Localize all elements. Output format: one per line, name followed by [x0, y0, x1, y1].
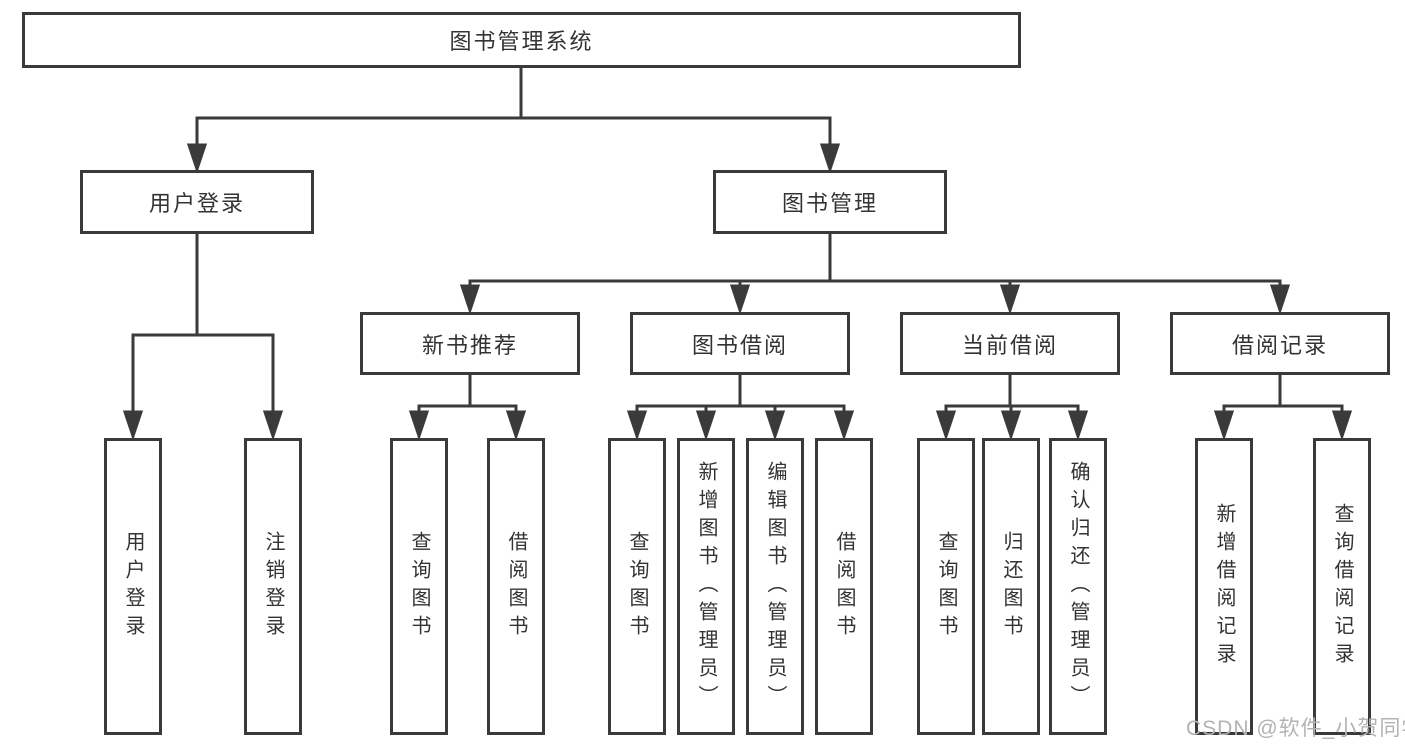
leaf-borrow-books-recommend: 借阅图书: [487, 438, 545, 735]
node-label: 借阅图书: [505, 530, 527, 643]
node-label: 查询图书: [935, 530, 957, 643]
node-label: 查询借阅记录: [1331, 502, 1353, 671]
node-label: 用户登录: [122, 530, 144, 643]
node-label: 用户登录: [148, 191, 245, 216]
leaf-add-borrow-record: 新增借阅记录: [1195, 438, 1253, 735]
edge-currentborrow-to-leaves: [935, 373, 1089, 441]
leaf-query-borrow-record: 查询借阅记录: [1313, 438, 1371, 735]
edge-newbookrec-to-leaves: [408, 373, 527, 441]
edge-root-to-level2: [186, 66, 841, 174]
node-label: 编辑图书（管理员）: [764, 460, 786, 713]
edge-bookmgmt-to-level3: [459, 232, 1291, 315]
node-label: 借阅记录: [1231, 332, 1328, 358]
node-label: 借阅图书: [833, 530, 855, 643]
node-book-management: 图书管理: [713, 170, 947, 234]
leaf-query-books-recommend: 查询图书: [390, 438, 448, 735]
node-user-login: 用户登录: [80, 170, 314, 234]
node-label: 图书管理: [781, 191, 878, 216]
node-label: 新增借阅记录: [1213, 502, 1235, 671]
node-label: 图书管理系统: [449, 29, 594, 54]
leaf-return-book: 归还图书: [982, 438, 1040, 735]
watermark: CSDN @软件_小贺同学: [1186, 717, 1405, 740]
node-current-borrowing: 当前借阅: [900, 312, 1120, 375]
node-label: 图书借阅: [691, 332, 788, 358]
edge-borrowrecords-to-leaves: [1213, 373, 1353, 441]
node-label: 查询图书: [626, 530, 648, 643]
node-label: 归还图书: [1000, 530, 1022, 643]
node-book-borrowing: 图书借阅: [630, 312, 850, 375]
edge-bookborrow-to-leaves: [626, 373, 855, 441]
node-label: 当前借阅: [961, 332, 1058, 358]
leaf-borrow-books: 借阅图书: [815, 438, 873, 735]
node-label: 确认归还（管理员）: [1067, 460, 1089, 713]
node-label: 注销登录: [262, 530, 284, 643]
node-borrowing-records: 借阅记录: [1170, 312, 1390, 375]
node-library-management-system: 图书管理系统: [22, 12, 1021, 68]
leaf-edit-book-admin: 编辑图书（管理员）: [746, 438, 804, 735]
node-label: 新增图书（管理员）: [695, 460, 717, 713]
leaf-query-books-current: 查询图书: [917, 438, 975, 735]
node-label: 新书推荐: [421, 332, 518, 358]
node-label: 查询图书: [408, 530, 430, 643]
edge-userlogin-to-leaves: [122, 232, 284, 441]
leaf-confirm-return-admin: 确认归还（管理员）: [1049, 438, 1107, 735]
leaf-logout: 注销登录: [244, 438, 302, 735]
leaf-user-login: 用户登录: [104, 438, 162, 735]
leaf-add-book-admin: 新增图书（管理员）: [677, 438, 735, 735]
leaf-query-books-borrow: 查询图书: [608, 438, 666, 735]
node-new-book-recommend: 新书推荐: [360, 312, 580, 375]
